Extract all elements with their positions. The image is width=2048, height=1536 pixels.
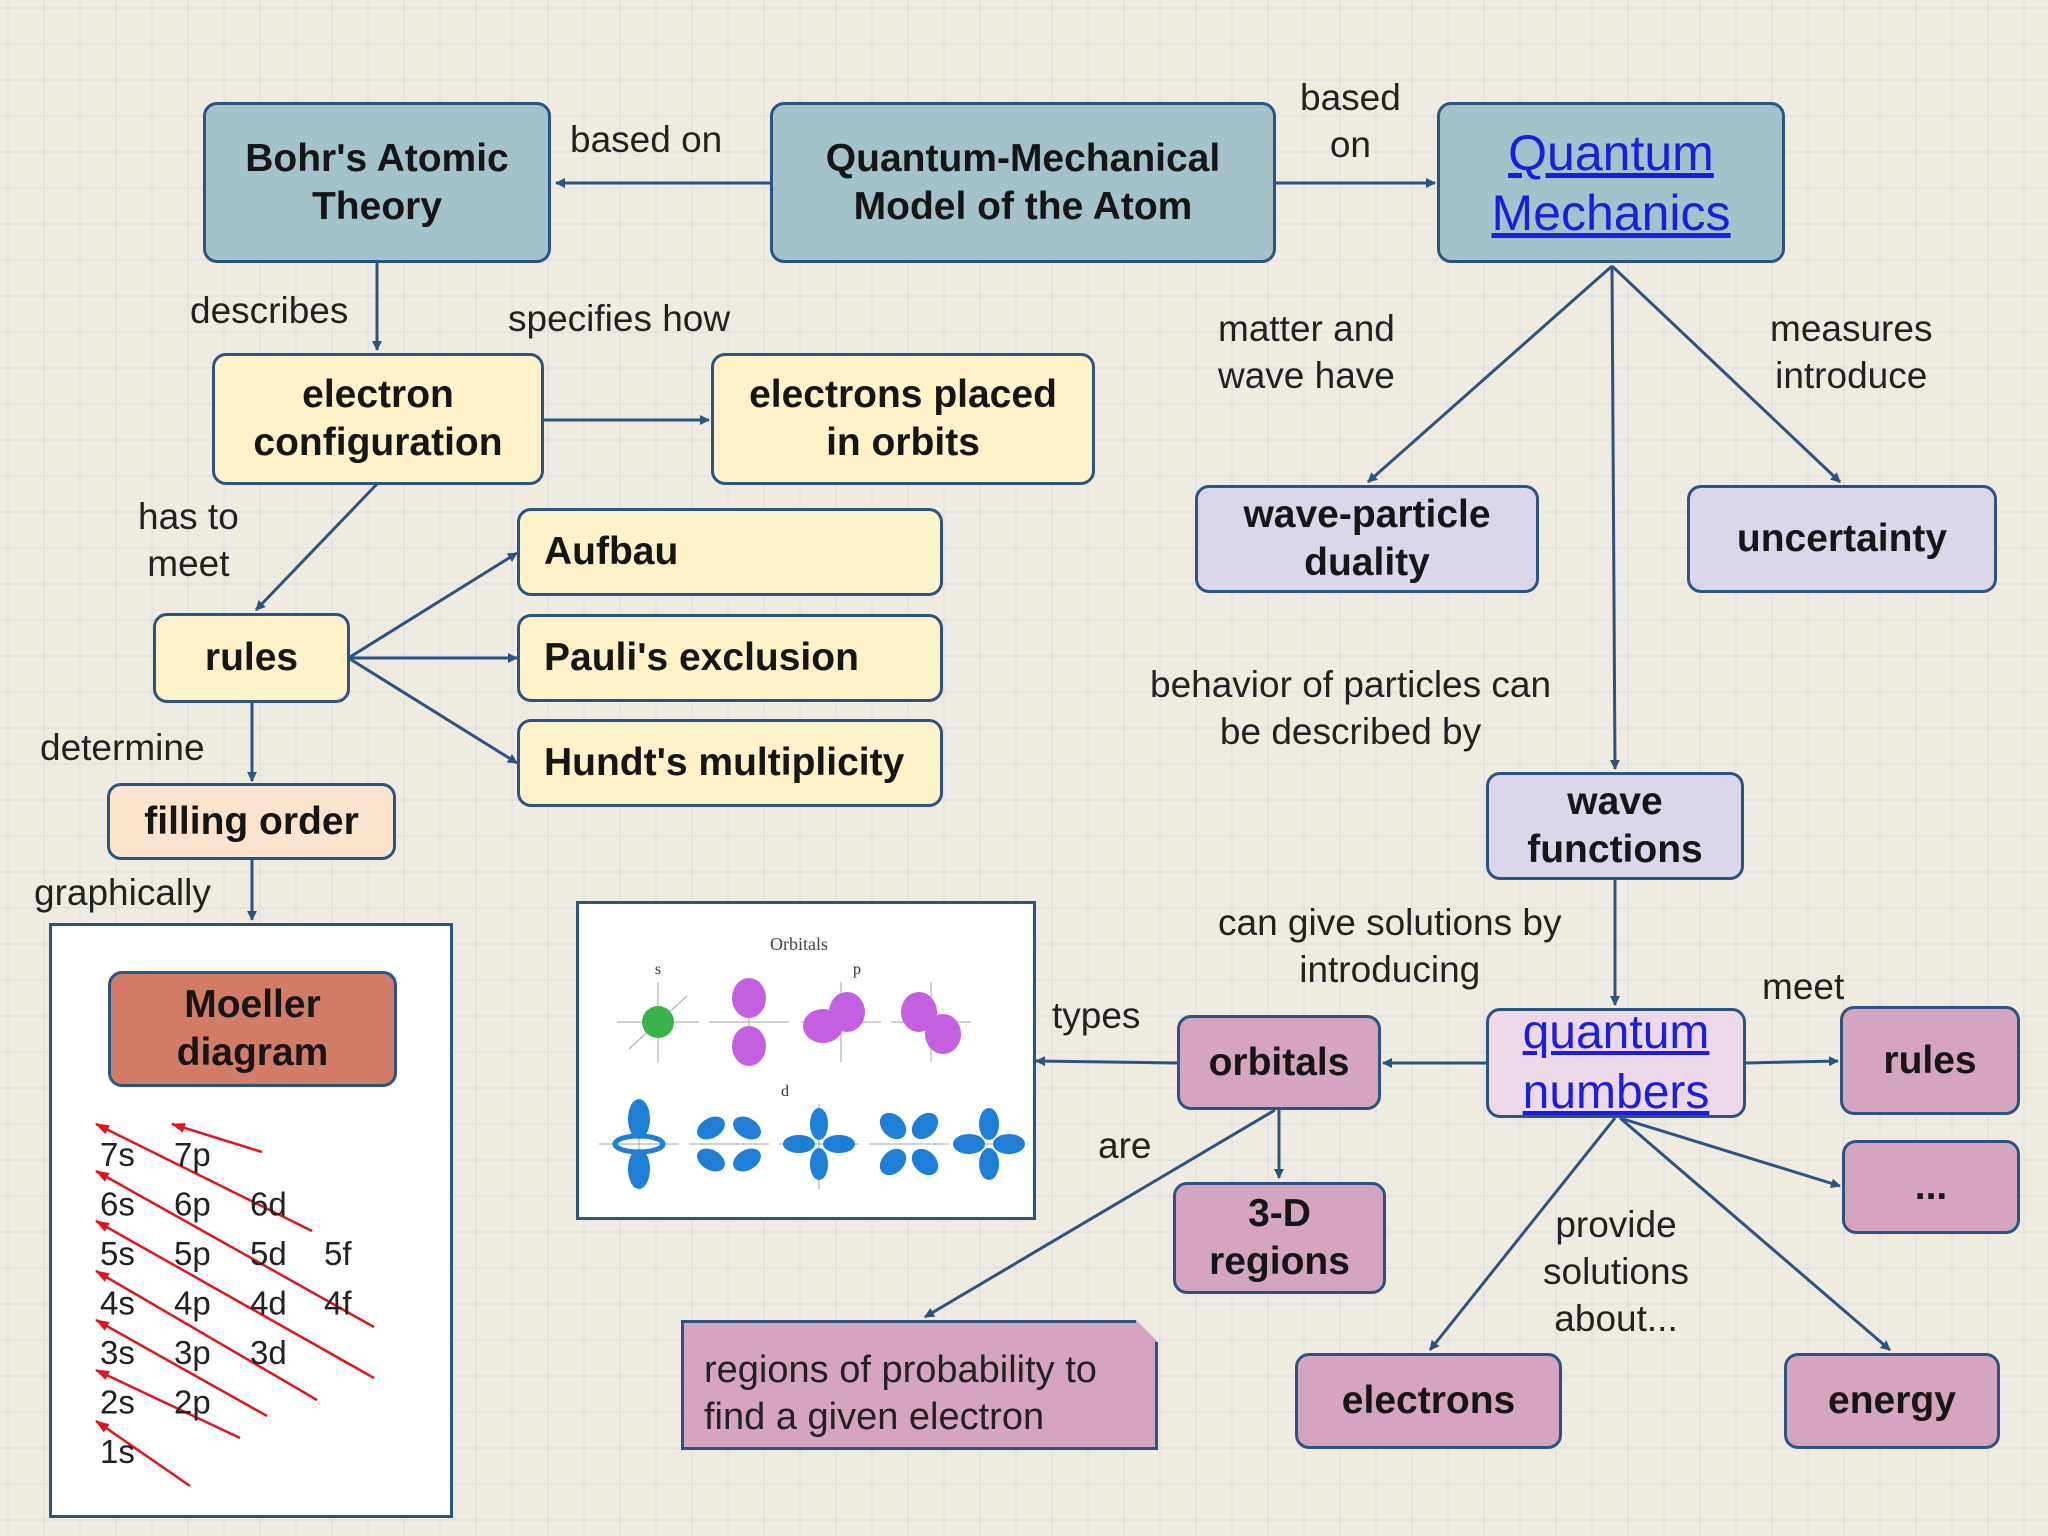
quantum-mechanics-line-2[interactable]: Mechanics	[1491, 184, 1731, 241]
moeller-subshell-6d: 6d	[250, 1186, 287, 1223]
edge-config-to-rules	[254, 482, 379, 612]
node-uncertainty[interactable]: uncertainty	[1687, 485, 1997, 593]
d-orbital-xy-icon	[879, 1112, 939, 1176]
p-orbital-x-icon	[803, 992, 865, 1043]
orbitals-image: Orbitals s p d	[576, 901, 1036, 1220]
moeller-subshell-5s: 5s	[100, 1235, 135, 1272]
edge-rules-to-aufbau	[349, 551, 518, 659]
node-moeller-diagram[interactable]: Moeller diagram	[108, 971, 397, 1087]
moeller-arrow-3	[95, 1318, 268, 1418]
edge-orbitals-to-note	[924, 1108, 1276, 1319]
moeller-subshell-6s: 6s	[100, 1186, 135, 1223]
moeller-subshell-4s: 4s	[100, 1285, 135, 1322]
node-rules-right[interactable]: rules	[1840, 1006, 2020, 1115]
node-rules-left[interactable]: rules	[153, 613, 350, 703]
label-describes: describes	[190, 290, 349, 331]
label-meet: meet	[1762, 966, 1845, 1007]
node-bohr-atomic-theory[interactable]: Bohr's Atomic Theory	[203, 102, 551, 263]
label-specifies-how: specifies how	[508, 298, 731, 339]
label-measures-introduce: measures introduce	[1770, 308, 1933, 396]
moeller-subshell-2s: 2s	[100, 1384, 135, 1421]
label-determine: determine	[40, 727, 205, 768]
node-energy[interactable]: energy	[1784, 1353, 2000, 1449]
label-based-on-left: based on	[570, 119, 723, 160]
node-wave-functions[interactable]: wave functions	[1486, 772, 1744, 880]
label-graphically: graphically	[34, 872, 211, 913]
moeller-arrow-7	[95, 1122, 313, 1233]
label-provide-solutions: provide solutions about...	[1543, 1204, 1690, 1339]
orbitals-image-title: Orbitals	[770, 934, 828, 954]
node-quantum-mechanical-model[interactable]: Quantum-Mechanical Model of the Atom	[770, 102, 1276, 263]
moeller-subshell-5d: 5d	[250, 1235, 287, 1272]
moeller-arrow-6	[95, 1169, 375, 1329]
edge-qmech-to-wave-particle	[1367, 264, 1613, 484]
orbitals-illustration: Orbitals s p d	[599, 934, 1025, 1189]
edge-qnumbers-to-energy	[1619, 1116, 1891, 1352]
node-orbitals[interactable]: orbitals	[1177, 1015, 1381, 1110]
edge-qmech-to-wave-functions	[1609, 265, 1620, 770]
edge-orbitals-to-image	[1035, 1056, 1178, 1067]
quantum-numbers-line-1[interactable]: quantum	[1522, 1006, 1710, 1059]
p-orbital-z-icon	[732, 978, 766, 1066]
node-aufbau[interactable]: Aufbau	[517, 508, 943, 596]
node-electron-configuration[interactable]: electron configuration	[212, 353, 544, 485]
label-has-to-meet: has to meet	[138, 496, 239, 584]
node-electrons[interactable]: electrons	[1295, 1353, 1562, 1449]
label-are: are	[1098, 1125, 1152, 1166]
d-orbital-xz-icon	[697, 1116, 761, 1172]
p-orbital-y-icon	[901, 992, 961, 1054]
moeller-subshell-5f: 5f	[324, 1235, 352, 1272]
node-3d-regions[interactable]: 3-D regions	[1173, 1182, 1386, 1294]
moeller-subshell-7s: 7s	[100, 1136, 135, 1173]
node-quantum-mechanics-link[interactable]: Quantum Mechanics	[1437, 102, 1785, 263]
moeller-subshell-4d: 4d	[250, 1285, 287, 1322]
moeller-arrow-1	[95, 1419, 191, 1488]
node-ellipsis[interactable]: ...	[1842, 1140, 2020, 1234]
label-can-give-solutions: can give solutions by introducing	[1218, 902, 1562, 990]
edge-qmech-to-uncertainty	[1610, 264, 1842, 484]
node-wave-particle-duality[interactable]: wave-particle duality	[1195, 485, 1539, 593]
label-based-on-right: based on	[1300, 77, 1401, 165]
edge-rules-to-hundt	[349, 657, 518, 765]
moeller-subshell-3d: 3d	[250, 1334, 287, 1371]
d-orbital-x2y2-icon	[953, 1108, 1025, 1180]
d-orbital-z2-icon	[612, 1099, 666, 1189]
moeller-subshell-4f: 4f	[324, 1285, 352, 1322]
label-behavior-of-particles: behavior of particles can be described b…	[1150, 664, 1552, 752]
moeller-subshell-3s: 3s	[100, 1334, 135, 1371]
node-quantum-numbers-link[interactable]: quantum numbers	[1486, 1006, 1746, 1119]
node-filling-order[interactable]: filling order	[107, 783, 396, 860]
label-matter-and-wave: matter and wave have	[1218, 308, 1395, 396]
d-orbital-yz-icon	[783, 1108, 855, 1180]
moeller-subshell-7p: 7p	[174, 1136, 211, 1173]
edge-qnumbers-to-electrons	[1428, 1117, 1617, 1351]
moeller-subshell-5p: 5p	[174, 1235, 211, 1272]
moeller-arrow-4	[95, 1269, 318, 1402]
note-regions-of-probability[interactable]: regions of probability to find a given e…	[681, 1320, 1158, 1450]
moeller-arrow-2	[95, 1368, 241, 1440]
moeller-subshell-6p: 6p	[174, 1186, 211, 1223]
node-electrons-placed-in-orbits[interactable]: electrons placed in orbits	[711, 353, 1095, 485]
moeller-arrow-5	[95, 1219, 375, 1380]
edge-qnumbers-to-ellipsis	[1619, 1116, 1841, 1189]
moeller-subshell-1s: 1s	[100, 1433, 135, 1470]
moeller-panel: Moeller diagram 7s 7p 6s 6p 6d 5s 5p 5d 5f 4s 4p 4d…	[49, 923, 453, 1518]
moeller-subshell-2p: 2p	[174, 1384, 211, 1421]
moeller-subshell-3p: 3p	[174, 1334, 211, 1371]
orbitals-label-p: p	[853, 961, 861, 978]
node-paulis-exclusion[interactable]: Pauli's exclusion	[517, 614, 943, 702]
moeller-subshell-4p: 4p	[174, 1285, 211, 1322]
node-hundts-multiplicity[interactable]: Hundt's multiplicity	[517, 719, 943, 807]
orbitals-label-d: d	[781, 1083, 789, 1100]
moeller-arrows: 7s 7p 6s 6p 6d 5s 5p 5d 5f 4s 4p 4d 4f 3s 3p 3d 2s 2p 1s	[95, 1122, 375, 1488]
quantum-numbers-line-2[interactable]: numbers	[1522, 1066, 1710, 1119]
edge-qnumbers-to-rules	[1745, 1056, 1839, 1067]
label-types: types	[1052, 995, 1141, 1036]
orbitals-label-s: s	[655, 961, 661, 978]
moeller-arrow-8	[171, 1122, 263, 1154]
quantum-mechanics-line-1[interactable]: Quantum	[1508, 124, 1714, 181]
s-orbital-icon	[642, 1006, 674, 1038]
